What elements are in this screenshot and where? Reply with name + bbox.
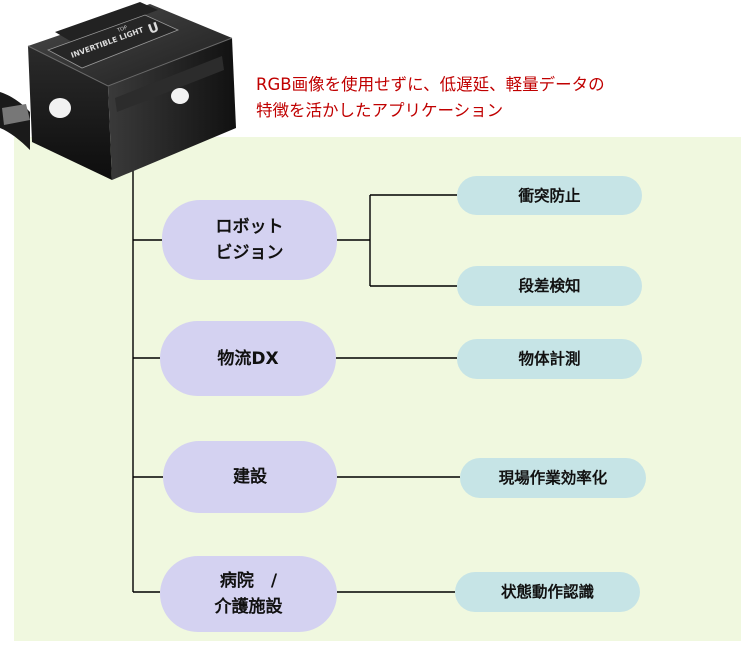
category-construction: 建設 xyxy=(163,441,337,513)
device-top-label: TOP xyxy=(116,25,128,34)
diagram-caption: RGB画像を使用せずに、低遅延、軽量データの 特徴を活かしたアプリケーション xyxy=(256,72,726,124)
diagram-background xyxy=(14,137,741,641)
category-logistics-dx: 物流DX xyxy=(160,321,336,396)
application-collision-avoidance: 衝突防止 xyxy=(457,176,642,215)
mount-hole-right xyxy=(171,88,189,104)
category-robot-vision: ロボット ビジョン xyxy=(162,200,337,280)
caption-line-1: RGB画像を使用せずに、低遅延、軽量データの xyxy=(256,75,605,94)
category-hospital-care: 病院 / 介護施設 xyxy=(160,556,337,632)
device-logo: U xyxy=(146,20,161,38)
application-step-detection: 段差検知 xyxy=(457,266,642,306)
caption-line-2: 特徴を活かしたアプリケーション xyxy=(256,101,504,120)
application-object-measurement: 物体計測 xyxy=(457,339,642,379)
sensor-device-image: INVERTIBLE LIGHT TOP U xyxy=(0,2,236,180)
mount-hole-left xyxy=(49,98,71,118)
application-site-efficiency: 現場作業効率化 xyxy=(460,458,646,498)
application-state-action-recognition: 状態動作認識 xyxy=(455,572,640,612)
